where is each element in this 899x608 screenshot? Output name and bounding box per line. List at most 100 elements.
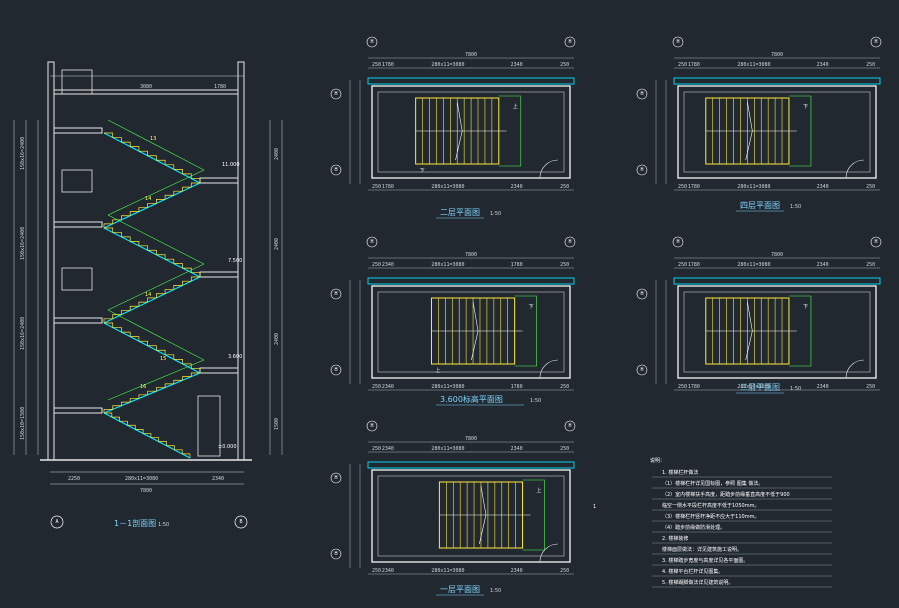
- plan-inner-wall: [683, 291, 871, 373]
- axis-label: H: [874, 39, 877, 45]
- slab: [53, 221, 103, 228]
- stair-tread: [129, 305, 139, 311]
- stair-tread: [104, 322, 114, 328]
- plan-dim: 1780: [382, 184, 394, 190]
- plan-total-dim: 7800: [465, 52, 477, 58]
- stair-tread: [156, 349, 166, 355]
- elev-label: 3.600: [228, 354, 242, 360]
- plan-dim: 280x11=3080: [431, 184, 464, 190]
- stair-tread: [112, 405, 122, 410]
- flight-label: 13: [150, 136, 156, 142]
- stair-tread: [147, 297, 157, 303]
- railing: [107, 263, 205, 311]
- stair-tread: [173, 379, 183, 384]
- axis-bubble: [672, 36, 684, 48]
- note-line: 1. 楼梯栏杆做法: [662, 469, 698, 476]
- stair-tread: [104, 132, 114, 138]
- left-dim: 150x10=1500: [20, 407, 26, 440]
- stair-tread: [174, 449, 183, 454]
- plan-total-dim: 7800: [465, 252, 477, 258]
- note-line: 3. 楼梯踏步宽度与高度详见各平面图。: [662, 557, 748, 564]
- flight-label: 14: [145, 196, 151, 202]
- plan-wall: [371, 285, 571, 379]
- plan-inner-wall: [377, 91, 565, 173]
- break-line: [745, 301, 753, 361]
- slab: [53, 127, 103, 134]
- axis-bubble: [870, 36, 882, 48]
- stair-tread: [129, 211, 139, 216]
- axis-bubble: [366, 236, 378, 248]
- plan-dim: 2340: [382, 446, 394, 452]
- plan-dim: 2340: [382, 568, 394, 574]
- window: [61, 267, 93, 291]
- axis-bubble: [636, 164, 648, 176]
- stair-tread: [190, 276, 200, 282]
- axis-label: H: [334, 475, 337, 481]
- stair-tread: [147, 249, 157, 255]
- left-dim: 150x16=2400: [20, 317, 26, 350]
- stair-tread: [103, 409, 113, 413]
- railing: [107, 309, 205, 361]
- plan-scale: 1:50: [790, 204, 801, 210]
- plan-dim: 2340: [382, 262, 394, 268]
- door-swing: [539, 159, 559, 179]
- axis-bubble: [50, 515, 64, 529]
- axis-bubble: [366, 420, 378, 432]
- total-dim: 7800: [140, 488, 152, 494]
- section-view: 150x16=2400 150x16=2400 150x16=2400 150x…: [13, 61, 283, 529]
- axis-bubble: [564, 236, 576, 248]
- elev-label: ±0.000: [218, 444, 237, 450]
- updown-label: 下: [803, 104, 808, 110]
- roof-band: [367, 277, 575, 285]
- plan-scale: 1:50: [790, 386, 801, 392]
- stair-tread: [112, 327, 122, 333]
- updown-label: 上: [537, 487, 542, 494]
- railing: [107, 214, 205, 265]
- note-line: 2. 楼梯装修: [662, 535, 688, 542]
- plan-dim: 250: [678, 184, 687, 190]
- stair-tread: [121, 236, 131, 242]
- plan-dim: 250: [560, 446, 569, 452]
- stair-tread: [129, 398, 139, 403]
- axis-label: H: [640, 367, 643, 373]
- axis-label: H: [640, 91, 643, 97]
- section-wall-left: [47, 61, 55, 461]
- flight-label: 14: [145, 292, 151, 298]
- stair-tread: [173, 263, 183, 269]
- left-dim: 150x16=2400: [20, 227, 26, 260]
- plan-dim: 1780: [382, 62, 394, 68]
- roof-band: [673, 277, 881, 285]
- plan-dim: 1780: [688, 62, 700, 68]
- notes-block: 说明： 1. 楼梯栏杆做法（1）楼梯栏杆详见国标图，参照 图集 做法。（2）室内…: [650, 457, 832, 588]
- plan-dim: 280x11=3080: [737, 62, 770, 68]
- stair-tread: [158, 441, 167, 446]
- plan-scale: 1:50: [490, 588, 501, 594]
- railing: [522, 479, 545, 551]
- plan-total-dim: 7800: [465, 436, 477, 442]
- axis-label: H: [370, 239, 373, 245]
- stair-tread: [104, 227, 114, 233]
- stair-tread: [121, 331, 131, 337]
- axis-bubble: [564, 420, 576, 432]
- axis-label: H: [334, 291, 337, 297]
- stair-tread: [138, 301, 148, 307]
- plan-dim: 250: [866, 62, 875, 68]
- section-scale: 1:50: [158, 522, 169, 528]
- plan-dim: 2340: [511, 184, 523, 190]
- plan-dim: 280x11=3080: [431, 446, 464, 452]
- stair-tread: [143, 433, 152, 438]
- plan-dim: 250: [678, 384, 687, 390]
- stair-tread: [164, 383, 174, 388]
- plan-total-dim: 7800: [771, 52, 783, 58]
- plan-floor1: 780025025023402340280x11=3080280x11=3080…: [330, 420, 576, 596]
- axis-label: H: [334, 167, 337, 173]
- slab: [199, 271, 239, 278]
- stair-tread: [112, 219, 122, 224]
- updown-label: 上: [513, 103, 518, 110]
- plan-dim: 2340: [511, 568, 523, 574]
- note-line: 楼梯面层做法：详见建筑施工说明。: [662, 546, 742, 553]
- plan-dim: 250: [372, 62, 381, 68]
- note-line: 5. 楼梯踢脚做法详见建筑说明。: [662, 579, 733, 586]
- railing: [107, 119, 205, 171]
- axis-bubble: [330, 164, 342, 176]
